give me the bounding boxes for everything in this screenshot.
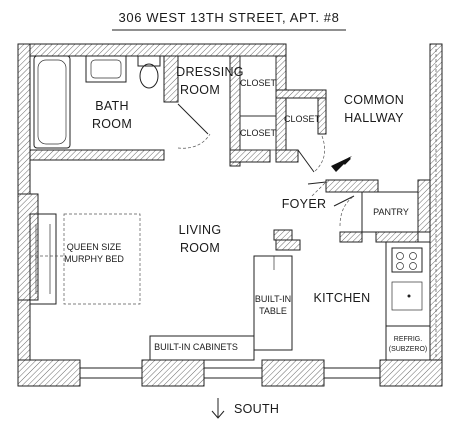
built-in-table-label-1: BUILT-IN [255,294,291,304]
left-window-block [17,193,39,301]
built-in-cabinets-label: BUILT-IN CABINETS [154,342,238,352]
compass-label: SOUTH [234,402,279,416]
built-in-table-label-2: TABLE [259,306,287,316]
murphy-bed [29,213,141,305]
dressing-room-label-1: DRESSING [176,65,244,79]
pantry-box [361,191,419,233]
common-hallway-label-2: HALLWAY [344,111,404,125]
living-room-label-2: ROOM [180,241,220,255]
built-in-cabinets [149,335,255,361]
closet-1-label: CLOSET [240,78,277,88]
kitchen-label: KITCHEN [314,291,371,305]
kitchen-sink [391,281,423,311]
closet-outlines [239,55,277,151]
living-room-label-1: LIVING [179,223,222,237]
murphy-bed-label-2: MURPHY BED [64,254,124,264]
closet3-top-wall [275,89,327,99]
hallway-wall [325,179,379,193]
top-wall [17,43,287,57]
bathtub-inner [37,59,67,145]
closet-wall-right [275,55,287,157]
closet-3-label: CLOSET [284,114,321,124]
bottom-wall-4 [379,359,443,387]
closet3-bottom-wall [275,149,299,163]
bottom-wall-1 [17,359,81,387]
sink [85,55,127,83]
cooktop [391,247,423,273]
closet-2-label: CLOSET [240,128,277,138]
pantry-right-wall [417,179,431,233]
murphy-bed-frame [29,213,57,305]
foyer-doors [297,135,355,227]
refrigerator-label-1: REFRIG. [394,336,422,343]
closet-bottom-wall [229,149,271,163]
bath-room-label-2: ROOM [92,117,132,131]
plan-title: 306 WEST 13TH STREET, APT. #8 [119,10,340,25]
bath-fixtures [33,55,161,149]
closet3-right-wall [317,97,327,135]
south-arrow-icon [211,398,225,419]
left-wall-upper [17,43,31,195]
bath-room-label-1: BATH [95,99,129,113]
common-hallway-label-1: COMMON [344,93,404,107]
toilet-tank [137,55,161,67]
kitchen-top-wall [375,231,419,243]
bottom-wall-2 [141,359,205,387]
kitchen-wall-stub [339,231,363,243]
kitchen-fixtures [385,241,431,361]
pantry-label: PANTRY [373,207,409,217]
windows [80,367,380,379]
toilet-bowl [139,63,159,89]
pillar-mid [275,239,301,251]
sink-bowl [90,59,122,79]
bottom-wall-3 [261,359,325,387]
murphy-bed-outline [63,213,141,305]
bath-partition [163,55,179,103]
murphy-bed-label-1: QUEEN SIZE [67,242,122,252]
foyer-label: FOYER [282,197,327,211]
bath-door [177,103,211,149]
pillar-top [273,229,293,241]
refrigerator-label-2: (SUBZERO) [389,346,428,353]
bath-bottom-wall [29,149,165,161]
built-in-table [253,255,293,351]
refrigerator [385,325,431,361]
dressing-room-label-2: ROOM [180,83,220,97]
bathtub [33,55,71,149]
entry-arrow-shaft [343,157,351,165]
